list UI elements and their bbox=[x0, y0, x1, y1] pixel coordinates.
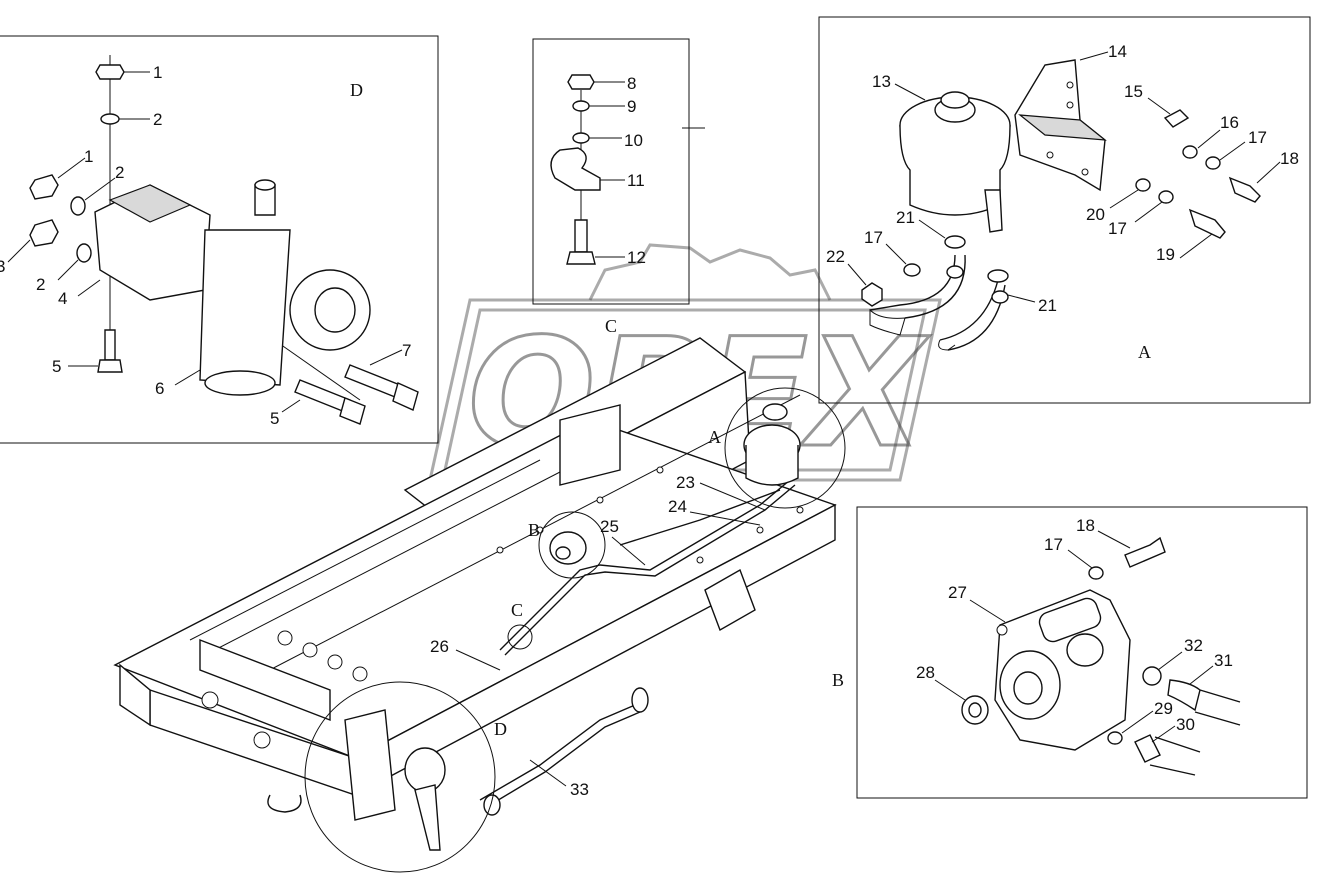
callout-b-17: 17 bbox=[1044, 535, 1063, 554]
callout-a-17b: 17 bbox=[1108, 219, 1127, 238]
callout-d-5a: 5 bbox=[52, 357, 61, 376]
view-c-label: C bbox=[605, 316, 617, 336]
main-label-a: A bbox=[708, 427, 721, 447]
callout-a-20: 20 bbox=[1086, 205, 1105, 224]
callout-a-18: 18 bbox=[1280, 149, 1299, 168]
callout-a-15: 15 bbox=[1124, 82, 1143, 101]
callout-b-18: 18 bbox=[1076, 516, 1095, 535]
callout-c-11: 11 bbox=[627, 171, 645, 190]
callout-b-30: 30 bbox=[1176, 715, 1195, 734]
callout-b-28: 28 bbox=[916, 663, 935, 682]
view-a: A bbox=[818, 16, 1311, 404]
callout-d-7: 7 bbox=[402, 341, 411, 360]
callout-a-13: 13 bbox=[872, 72, 891, 91]
view-b-label: B bbox=[832, 670, 844, 690]
callout-c-9: 9 bbox=[627, 97, 636, 116]
view-a-callouts: 13 14 15 16 17 18 20 17 19 21 17 22 21 bbox=[826, 42, 1299, 315]
callout-c-8: 8 bbox=[627, 74, 636, 93]
callout-b-31: 31 bbox=[1214, 651, 1233, 670]
detail-circle-a bbox=[724, 387, 846, 509]
detail-circle-c bbox=[507, 624, 533, 650]
callout-d-1b: 1 bbox=[84, 147, 93, 166]
main-label-d: D bbox=[494, 719, 507, 739]
callout-a-21b: 21 bbox=[1038, 296, 1057, 315]
callout-a-19: 19 bbox=[1156, 245, 1175, 264]
callout-a-14: 14 bbox=[1108, 42, 1127, 61]
view-a-label: A bbox=[1138, 342, 1151, 362]
view-c: C bbox=[532, 38, 705, 336]
callout-24: 24 bbox=[668, 497, 687, 516]
view-d-callouts: 1 2 1 2 3 2 4 5 6 5 7 bbox=[0, 63, 411, 428]
view-a-frame bbox=[818, 16, 1311, 404]
callout-d-2a: 2 bbox=[153, 110, 162, 129]
callout-c-10: 10 bbox=[624, 131, 643, 150]
main-callouts: 23 24 25 26 33 bbox=[430, 473, 766, 799]
callout-b-32: 32 bbox=[1184, 636, 1203, 655]
callout-d-6: 6 bbox=[155, 379, 164, 398]
callout-b-29: 29 bbox=[1154, 699, 1173, 718]
callout-d-3: 3 bbox=[0, 257, 5, 276]
view-d: D bbox=[0, 35, 439, 444]
callout-a-16: 16 bbox=[1220, 113, 1239, 132]
view-d-frame bbox=[0, 35, 439, 444]
view-c-frame bbox=[532, 38, 690, 305]
chassis-main-view bbox=[113, 337, 846, 873]
view-b-frame bbox=[856, 506, 1308, 799]
view-b: B bbox=[832, 506, 1308, 799]
detail-circle-b bbox=[538, 511, 606, 579]
view-d-label: D bbox=[350, 80, 363, 100]
callout-23: 23 bbox=[676, 473, 695, 492]
callout-b-27: 27 bbox=[948, 583, 967, 602]
callout-a-21a: 21 bbox=[896, 208, 915, 227]
callout-d-5b: 5 bbox=[270, 409, 279, 428]
callout-c-12: 12 bbox=[627, 248, 646, 267]
callout-d-2c: 2 bbox=[36, 275, 45, 294]
callout-25: 25 bbox=[600, 517, 619, 536]
callout-d-2b: 2 bbox=[115, 163, 124, 182]
detail-circle-d bbox=[304, 681, 496, 873]
main-label-c: C bbox=[511, 600, 523, 620]
callout-a-17a: 17 bbox=[1248, 128, 1267, 147]
main-view-labels: A B C D bbox=[494, 427, 721, 739]
view-b-callouts: 18 17 27 28 32 31 29 30 bbox=[916, 516, 1233, 743]
callout-a-17c: 17 bbox=[864, 228, 883, 247]
rail-holes bbox=[201, 466, 804, 749]
callout-d-4: 4 bbox=[58, 289, 67, 308]
callout-d-1a: 1 bbox=[153, 63, 162, 82]
callout-26: 26 bbox=[430, 637, 449, 656]
main-label-b: B bbox=[528, 520, 540, 540]
callout-a-22: 22 bbox=[826, 247, 845, 266]
view-c-callouts: 8 9 10 11 12 bbox=[589, 74, 646, 267]
callout-33: 33 bbox=[570, 780, 589, 799]
